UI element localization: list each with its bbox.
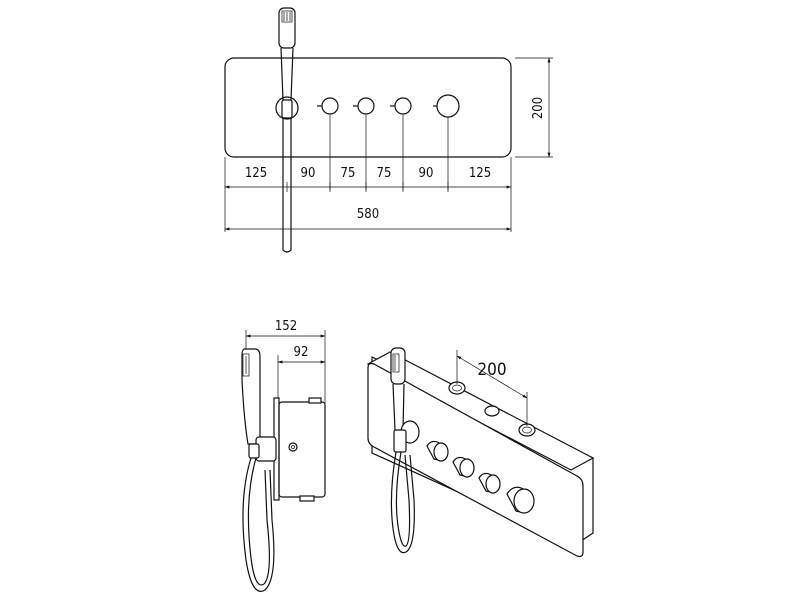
iso-hand-shower-icon xyxy=(390,347,406,431)
inlet-spacing-dimension-line xyxy=(456,355,528,399)
spacing-label-6: 125 xyxy=(469,166,491,181)
iso-thermostat-knob-icon xyxy=(506,486,535,514)
side-hose-icon xyxy=(242,457,275,592)
spacing-label-2: 90 xyxy=(301,166,316,181)
inlet-spacing-label: 200 xyxy=(477,360,506,380)
spacing-label-3: 75 xyxy=(341,166,356,181)
front-panel xyxy=(224,57,512,158)
spacing-label-4: 75 xyxy=(377,166,392,181)
total-width-label: 580 xyxy=(357,207,379,222)
iso-view: 200 xyxy=(366,347,595,558)
iso-diverter-knob-icon xyxy=(426,440,449,462)
side-hand-shower-icon xyxy=(241,348,261,445)
front-view: 125 90 75 75 90 125 580 200 xyxy=(224,7,553,253)
iso-diverter-knob-icon xyxy=(452,456,475,478)
thermostat-knob-icon xyxy=(433,94,460,118)
hand-shower-icon xyxy=(275,7,299,253)
spacing-label-1: 125 xyxy=(245,166,267,181)
iso-top-surface xyxy=(366,351,595,471)
diverter-knob-icon xyxy=(390,97,412,115)
spacing-dimension-line xyxy=(224,182,512,192)
extension-lines xyxy=(224,57,553,232)
height-label: 200 xyxy=(531,97,546,119)
iso-hose-icon xyxy=(390,451,415,554)
diverter-knob-icon xyxy=(317,97,339,115)
spacing-label-5: 90 xyxy=(419,166,434,181)
side-body-box xyxy=(278,401,326,498)
side-view: 152 92 xyxy=(241,319,326,592)
iso-diverter-knob-icon xyxy=(478,472,501,494)
depth-label: 152 xyxy=(275,319,297,334)
body-depth-label: 92 xyxy=(294,345,309,360)
center-port-icon xyxy=(484,405,500,417)
diverter-knob-icon xyxy=(353,97,375,115)
side-screw-icon xyxy=(288,442,298,452)
